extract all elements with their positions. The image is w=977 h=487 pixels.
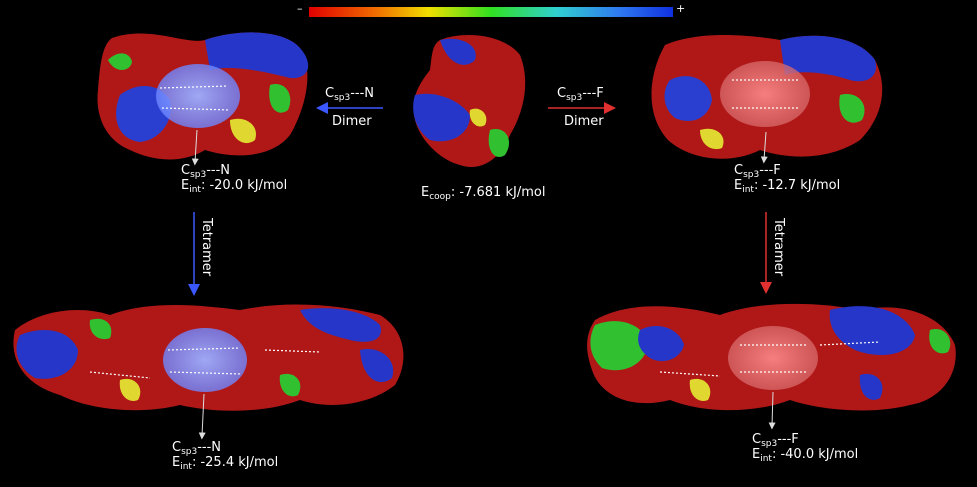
arrow-left-top-label: Csp3---N (325, 86, 375, 103)
arrow-right-bottom-label: Dimer (564, 114, 604, 129)
tetramer-f-label: Csp3---F Eint: -40.0 kJ/mol (752, 432, 859, 464)
tetramer-n-contact-ellipse (163, 328, 247, 392)
tetramer-n-surface (13, 304, 404, 411)
arrow-left-bottom-label: Dimer (332, 114, 372, 129)
monomer-label: Ecoop: -7.681 kJ/mol (421, 185, 546, 202)
tetramer-f-contact-ellipse (728, 326, 818, 390)
dimer-n-label: Csp3---N Eint: -20.0 kJ/mol (181, 163, 288, 195)
arrow-right-vertical-label: Tetramer (771, 218, 786, 277)
dimer-f-surface (651, 35, 883, 159)
dimer-f-label: Csp3---F Eint: -12.7 kJ/mol (734, 163, 841, 195)
dimer-n-surface (97, 32, 309, 160)
tetramer-f-surface (587, 303, 956, 411)
arrow-right-top-label: Csp3---F (557, 86, 604, 103)
dimer-f-contact-ellipse (720, 61, 810, 127)
arrow-left-vertical-label: Tetramer (199, 218, 214, 277)
tetramer-n-label: Csp3---N Eint: -25.4 kJ/mol (172, 440, 279, 472)
dimer-n-contact-ellipse (156, 64, 240, 128)
color-scale-bar (309, 7, 673, 17)
monomer-surface (413, 35, 526, 167)
scale-plus-label: + (676, 2, 686, 15)
scale-minus-label: – (297, 2, 303, 15)
